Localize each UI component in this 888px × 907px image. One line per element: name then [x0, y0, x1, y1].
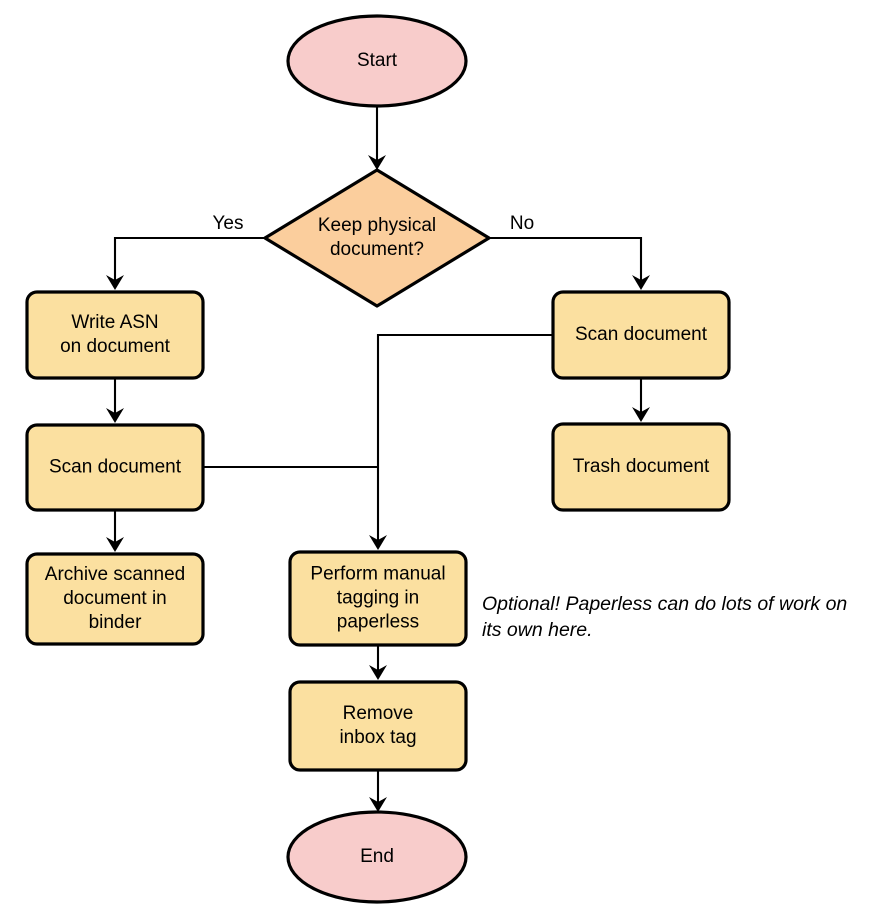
- process-shape[interactable]: [25, 290, 205, 380]
- node-end[interactable]: End: [286, 810, 468, 904]
- node-label: Scan document: [575, 324, 708, 345]
- node-archive-scanned-document-in-binder[interactable]: Archive scanned document in binder: [25, 552, 205, 646]
- node-label: Start: [357, 50, 398, 71]
- node-perform-manual-tagging-in-paperless[interactable]: Perform manual tagging in paperless: [288, 550, 468, 647]
- node-remove-inbox-tag[interactable]: Remove inbox tag: [288, 680, 468, 772]
- annotation-optional-note: Optional! Paperless can do lots of work …: [482, 593, 847, 641]
- node-start[interactable]: Start: [286, 14, 468, 108]
- arrowhead-icon: [106, 408, 124, 423]
- arrowhead-icon: [632, 407, 650, 422]
- edge-path: [489, 236, 643, 288]
- node-label: End: [360, 846, 394, 867]
- node-scan-document-right[interactable]: Scan document: [551, 290, 731, 380]
- edge-remove-inbox-tag-to-end: [369, 770, 387, 812]
- annotation-line: its own here.: [482, 619, 593, 641]
- edge-scan-document-left-to-archive: [106, 510, 124, 552]
- node-keep-physical-document[interactable]: Keep physical document?: [263, 168, 491, 308]
- node-label: binder: [89, 612, 142, 633]
- edge-scan-document-right-to-manual-tagging: [369, 333, 553, 550]
- edge-decision-no-to-scan-document-right: No: [489, 213, 650, 290]
- node-label: Keep physical: [318, 215, 436, 236]
- edge-path: [376, 333, 553, 548]
- node-label: Trash document: [573, 456, 710, 477]
- arrowhead-icon: [368, 155, 386, 170]
- arrowhead-icon: [106, 537, 124, 552]
- edge-label: Yes: [213, 213, 244, 234]
- annotation-line: Optional! Paperless can do lots of work …: [482, 593, 847, 615]
- process-shape[interactable]: [25, 423, 205, 512]
- process-shape[interactable]: [288, 550, 468, 647]
- node-label: Write ASN: [71, 312, 158, 333]
- node-label: on document: [60, 336, 171, 357]
- edge-decision-yes-to-write-asn: Yes: [106, 213, 265, 290]
- edge-label: No: [510, 213, 534, 234]
- edges-layer: Yes No: [106, 106, 650, 812]
- node-label: Archive scanned: [45, 564, 185, 585]
- node-scan-document-left[interactable]: Scan document: [25, 423, 205, 512]
- edge-manual-tagging-to-remove-inbox-tag: [369, 645, 387, 680]
- arrowhead-icon: [632, 275, 650, 290]
- edge-start-to-decision: [368, 106, 386, 170]
- arrowhead-icon: [369, 797, 387, 812]
- decision-shape[interactable]: [263, 168, 491, 308]
- process-shape[interactable]: [288, 680, 468, 772]
- node-label: Scan document: [49, 457, 182, 478]
- annotations-layer: Optional! Paperless can do lots of work …: [482, 593, 847, 641]
- process-shape[interactable]: [25, 552, 205, 646]
- node-label: inbox tag: [339, 727, 416, 748]
- node-label: Perform manual: [310, 564, 445, 585]
- node-label: tagging in: [337, 588, 419, 609]
- node-write-asn-on-document[interactable]: Write ASN on document: [25, 290, 205, 380]
- node-trash-document[interactable]: Trash document: [551, 422, 731, 512]
- terminator-shape[interactable]: [286, 810, 468, 904]
- edge-scan-document-right-to-trash: [632, 378, 650, 422]
- process-shape[interactable]: [551, 422, 731, 512]
- node-label: paperless: [337, 612, 419, 633]
- node-label: Remove: [343, 703, 414, 724]
- process-shape[interactable]: [551, 290, 731, 380]
- arrowhead-icon: [106, 275, 124, 290]
- edge-write-asn-to-scan-document-left: [106, 378, 124, 423]
- terminator-shape[interactable]: [286, 14, 468, 108]
- arrowhead-icon: [369, 665, 387, 680]
- node-label: document in: [63, 588, 167, 609]
- node-label: document?: [330, 239, 424, 260]
- arrowhead-icon: [369, 535, 387, 550]
- edge-path: [113, 236, 265, 288]
